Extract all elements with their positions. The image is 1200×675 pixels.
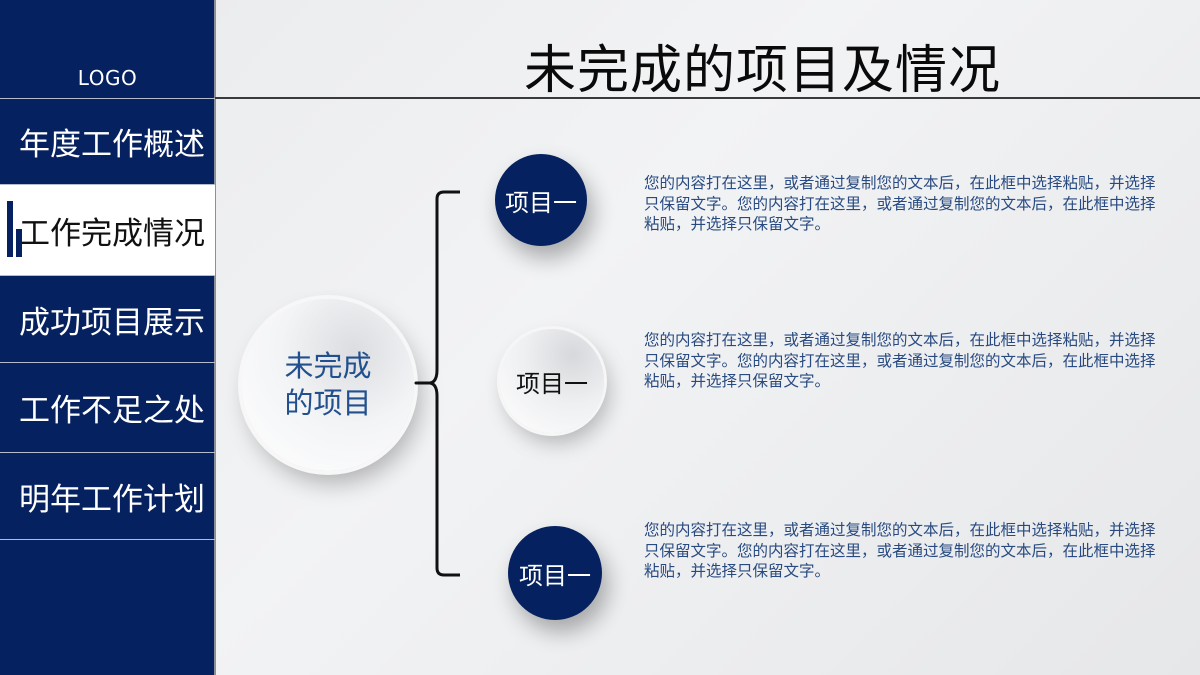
page-title: 未完成的项目及情况 <box>523 41 1001 101</box>
sidebar-item-label: 工作完成情况 <box>19 215 205 252</box>
sidebar-item-label: 年度工作概述 <box>19 127 205 163</box>
project-node-label: 项目一 <box>516 369 588 398</box>
project-node-3[interactable]: 项目一 <box>508 526 602 620</box>
project-description-2: 您的内容打在这里，或者通过复制您的文本后，在此框中选择粘贴，并选择只保留文字。您… <box>644 331 1156 390</box>
center-node: 未完成 的项目 <box>242 299 414 471</box>
logo: LOGO <box>77 66 138 90</box>
sidebar-item-next-year-plan[interactable]: 明年工作计划 <box>0 452 215 539</box>
sidebar-item-label: 工作不足之处 <box>19 393 205 429</box>
project-node-label: 项目一 <box>519 561 591 590</box>
center-label-line1: 未完成 <box>284 349 372 383</box>
sidebar-item-work-completion[interactable]: 工作完成情况 <box>0 184 215 275</box>
sidebar-item-annual-overview[interactable]: 年度工作概述 <box>0 98 215 184</box>
sidebar-edge <box>214 0 216 675</box>
project-node-2[interactable]: 项目一 <box>500 329 604 433</box>
project-node-1[interactable]: 项目一 <box>495 154 587 246</box>
sidebar-item-success-projects[interactable]: 成功项目展示 <box>0 275 215 362</box>
project-description-1: 您的内容打在这里，或者通过复制您的文本后，在此框中选择粘贴，并选择只保留文字。您… <box>644 174 1156 233</box>
sidebar-divider <box>0 539 215 540</box>
sidebar-item-label: 明年工作计划 <box>19 481 205 518</box>
center-label-line2: 的项目 <box>284 386 372 420</box>
sidebar: LOGO 年度工作概述 工作完成情况 成功项目展示 工作不足之处 明年工作计划 <box>0 0 216 675</box>
bracket-connector <box>414 190 460 577</box>
project-description-3: 您的内容打在这里，或者通过复制您的文本后，在此框中选择粘贴，并选择只保留文字。您… <box>644 521 1156 580</box>
sidebar-item-shortcomings[interactable]: 工作不足之处 <box>0 362 215 452</box>
title-divider <box>215 97 1200 99</box>
project-node-label: 项目一 <box>505 188 577 217</box>
sidebar-item-label: 成功项目展示 <box>19 304 205 341</box>
